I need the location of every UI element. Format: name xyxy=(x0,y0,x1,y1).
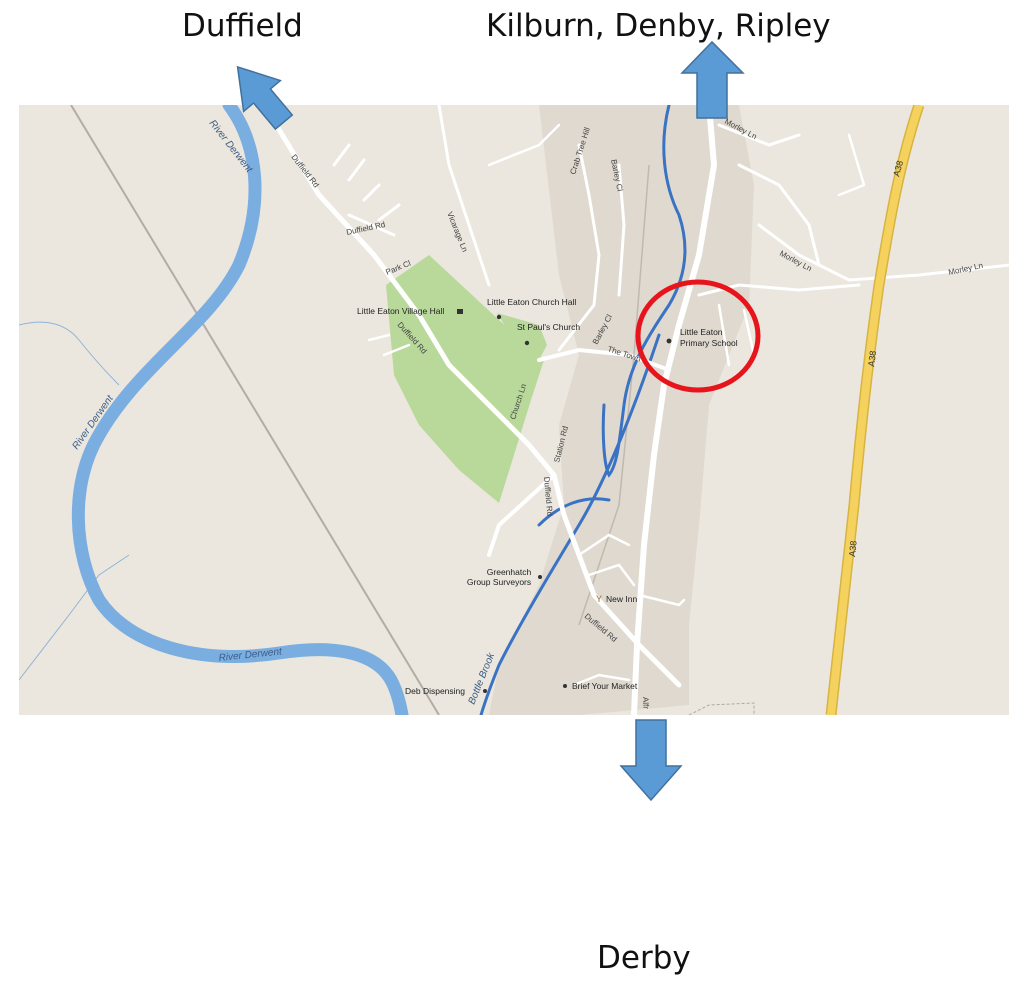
destination-kilburn-denby-ripley: Kilburn, Denby, Ripley xyxy=(486,8,831,44)
label-school-line1: Little Eaton xyxy=(680,327,723,337)
map-canvas: River Derwent River Derwent River Derwen… xyxy=(19,105,1009,715)
label-duffield-rd-4: Duffield Rd xyxy=(542,476,554,516)
arrow-north-west-icon xyxy=(236,65,294,131)
road-network xyxy=(261,105,1009,715)
arrow-south-icon xyxy=(619,719,683,802)
churchyard-area xyxy=(497,313,547,360)
poi-markers xyxy=(457,309,672,693)
label-a38-1: A38 xyxy=(891,159,905,177)
railway-line xyxy=(70,105,440,715)
school-highlight-circle xyxy=(635,279,761,393)
stream xyxy=(19,554,130,681)
map[interactable]: River Derwent River Derwent River Derwen… xyxy=(19,105,1009,715)
label-church-hall: Little Eaton Church Hall xyxy=(487,297,576,307)
label-greenhatch-line1: Greenhatch xyxy=(487,567,532,577)
label-a38-2: A38 xyxy=(866,350,878,367)
destination-derby: Derby xyxy=(597,940,691,976)
label-new-inn: New Inn xyxy=(606,594,637,604)
pub-icon: Y xyxy=(596,594,602,604)
destination-duffield: Duffield xyxy=(182,8,303,44)
stream xyxy=(19,321,120,386)
label-deb-dispensing: Deb Dispensing xyxy=(405,686,465,696)
label-alfreton-rd: Alfr xyxy=(641,697,650,710)
bottle-brook xyxy=(479,105,687,715)
label-st-pauls-church: St Paul's Church xyxy=(517,322,580,332)
label-village-hall: Little Eaton Village Hall xyxy=(357,306,444,316)
label-greenhatch-line2: Group Surveyors xyxy=(467,577,531,587)
label-school-line2: Primary School xyxy=(680,338,738,348)
river-derwent xyxy=(71,105,409,715)
arrow-north-icon xyxy=(680,40,745,119)
label-a38-3: A38 xyxy=(847,540,859,557)
label-brief-your-market: Brief Your Market xyxy=(572,681,638,691)
